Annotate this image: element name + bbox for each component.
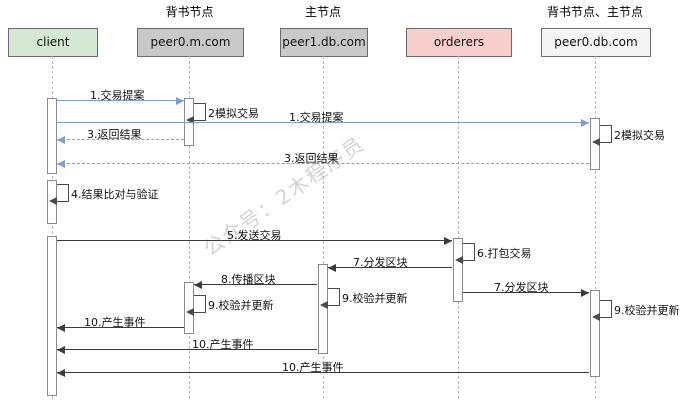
message-label: 10.产生事件 [192,338,254,351]
message-arrow-emit-event-3 [57,369,589,377]
participant-box-client: client [8,28,98,57]
self-message-loop-validate-1 [186,295,206,316]
self-message-loop-validate-3 [592,300,612,321]
message-label: 10.产生事件 [282,361,344,374]
participant-box-peer0-db: peer0.db.com [541,28,651,57]
arrowhead-icon [186,308,194,316]
message-label: 4.结果比对与验证 [71,188,159,201]
self-message-loop-package-tx [455,243,475,264]
message-arrow-distribute-block-1 [328,264,452,272]
arrowhead-icon [49,197,57,205]
lifeline-client [52,56,53,399]
activation-bar-peer0-db-2 [590,290,600,377]
arrowhead-icon [176,97,184,105]
arrowhead-icon [320,301,328,309]
message-arrow-send-tx [57,237,452,245]
participant-role-endorser-leader: 背书节点、主节点 [546,5,643,19]
arrowhead-icon [57,324,65,332]
arrowhead-icon [186,116,194,124]
watermark-text: 公众号：2木程序员 [198,131,369,261]
message-label: 9.校验并更新 [208,299,274,312]
message-arrow-proposal-1 [57,97,184,105]
participant-role-leader: 主节点 [304,5,341,19]
arrowhead-icon [455,256,463,264]
message-arrow-emit-event-1 [57,324,184,332]
message-label: 3.返回结果 [87,128,142,141]
participant-box-orderers: orderers [406,28,512,57]
lifeline-peer0-db [595,56,596,399]
activation-bar-orderers [453,238,463,302]
arrowhead-icon [57,369,65,377]
self-message-loop-simulate-2 [592,125,612,146]
message-label: 3.返回结果 [284,152,339,165]
message-label: 5.发送交易 [227,229,282,242]
message-arrow-propagate-block [194,281,317,289]
message-label: 9.校验并更新 [342,292,408,305]
arrowhead-icon [194,281,202,289]
message-arrow-return-2 [57,160,589,168]
message-arrow-distribute-block-2 [463,289,589,297]
message-label: 1.交易提案 [289,111,344,124]
message-label: 9.校验并更新 [614,304,680,317]
message-label: 7.分发区块 [353,256,408,269]
arrowhead-icon [57,160,65,168]
message-arrow-return-1 [57,136,184,144]
self-message-loop-validate-2 [320,288,340,309]
self-message-loop-verify-result [49,184,69,205]
arrowhead-icon [57,346,65,354]
message-label: 2模拟交易 [614,129,665,142]
arrowhead-icon [328,264,336,272]
arrowhead-icon [592,138,600,146]
message-label: 6.打包交易 [477,247,532,260]
activation-bar-peer1-db [318,264,328,354]
lifeline-orderers [458,56,459,399]
participant-role-endorser: 背书节点 [165,5,214,19]
arrowhead-icon [581,289,589,297]
arrowhead-icon [444,237,452,245]
message-label: 1.交易提案 [90,89,145,102]
message-arrow-proposal-2 [57,119,589,127]
lifeline-peer0-m [189,56,190,399]
activation-bar-client-3 [47,236,57,396]
message-label: 10.产生事件 [84,316,146,329]
arrowhead-icon [581,119,589,127]
participant-box-peer1-db: peer1.db.com [280,28,368,57]
arrowhead-icon [592,313,600,321]
participant-box-peer0-m: peer0.m.com [137,28,244,57]
message-arrow-emit-event-2 [57,346,317,354]
message-label: 7.分发区块 [494,281,549,294]
arrowhead-icon [57,136,65,144]
message-label: 2模拟交易 [208,107,259,120]
lifeline-peer1-db [323,56,324,399]
self-message-loop-simulate-1 [186,103,206,124]
message-label: 8.传播区块 [221,273,276,286]
activation-bar-client-1 [47,98,57,174]
